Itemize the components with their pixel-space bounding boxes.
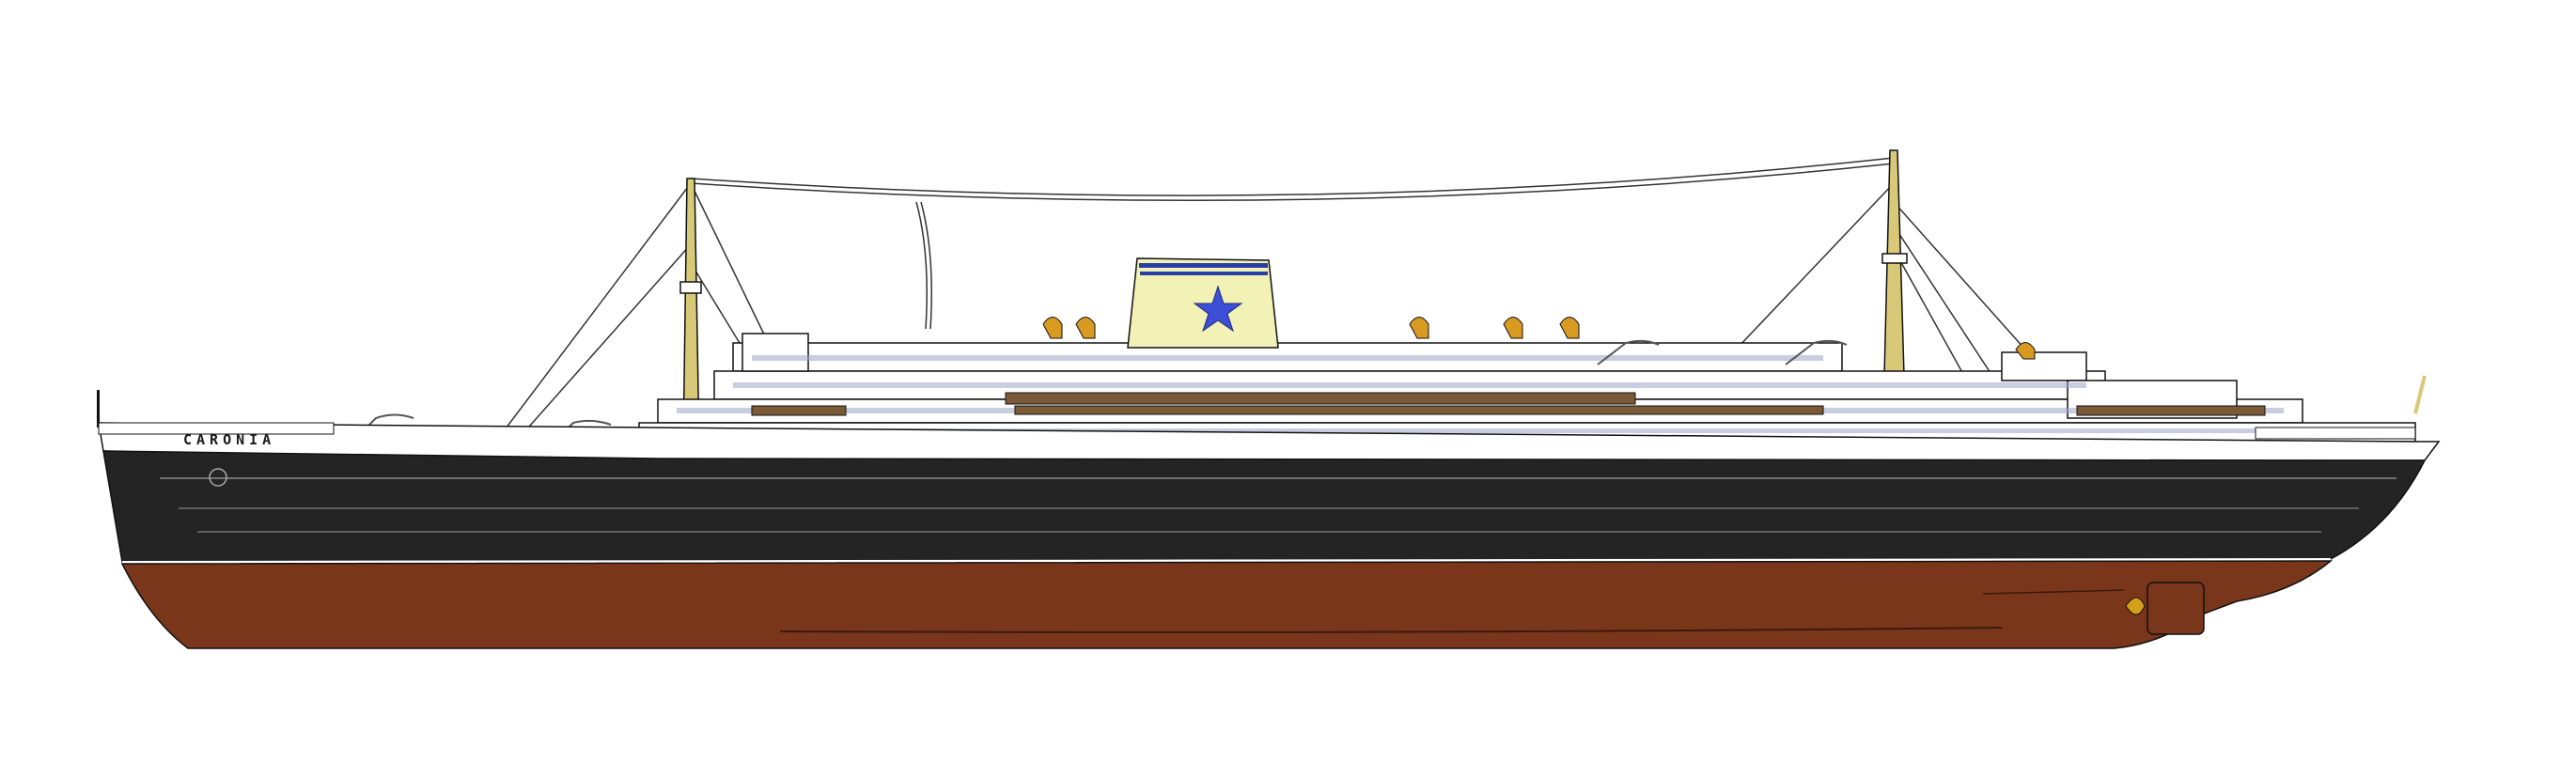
porthole-rows (160, 477, 2396, 533)
shaft-bossing (1982, 589, 2125, 595)
main-forestay (1719, 182, 1895, 367)
ventilator-6 (2015, 342, 2036, 360)
ventilator-5 (1559, 317, 1580, 339)
portholes-row-1 (160, 477, 2396, 479)
star-icon (1193, 285, 1243, 333)
funnel-stripe-bottom (1140, 272, 1268, 275)
davit-forward (356, 413, 414, 438)
lifeboat-row-aft (2076, 405, 2266, 416)
masts (679, 149, 1908, 447)
ventilator-4 (1503, 317, 1523, 339)
bow-details: CARONIA (97, 390, 335, 487)
fore-shroud-1 (690, 182, 767, 339)
rudder (2147, 582, 2205, 635)
propeller-icon (2125, 597, 2146, 615)
portholes-row-3 (197, 531, 2321, 533)
lifeboat-row-fore (751, 405, 847, 416)
hull-red (120, 560, 2334, 649)
forestay (488, 182, 692, 452)
aft-deckhouse (2001, 351, 2087, 381)
ventilators (1042, 317, 2036, 360)
antenna-wire-lower (690, 163, 1895, 201)
fore-shroud-2 (507, 243, 692, 452)
stern-rail (2255, 427, 2416, 440)
bridge-house (742, 333, 809, 372)
davit-aft-2 (1785, 339, 1848, 365)
forecastle-rail (98, 422, 335, 435)
antenna-lead-in-2 (920, 201, 932, 330)
boot-topping-line (121, 558, 2332, 563)
lifeboats (751, 392, 2266, 416)
main-mast-platform (1881, 253, 1908, 264)
davit-aft (1597, 339, 1660, 365)
window-row-boat-deck (733, 382, 2086, 388)
funnel-stripe-top (1139, 263, 1268, 268)
davit-fore-deck (554, 419, 612, 443)
main-backstay-3 (1893, 248, 1965, 377)
stern-flagstaff (2413, 375, 2427, 414)
bilge-keel (779, 627, 2003, 633)
funnel (1127, 257, 1279, 349)
antenna-wire (690, 157, 1895, 196)
ship-name-label: CARONIA (183, 431, 275, 448)
fore-shroud-3 (690, 262, 743, 349)
bow-flagstaff (97, 390, 100, 428)
ventilator-2 (1075, 317, 1096, 339)
main-backstay-2 (1893, 225, 1993, 377)
lifeboat-row-lower (1014, 405, 1824, 415)
lifeboat-row-upper (1005, 392, 1636, 405)
crest-icon (209, 468, 227, 487)
ventilator-3 (1409, 317, 1429, 339)
window-row-sun-deck (752, 355, 1823, 361)
antenna-lead-in (915, 201, 928, 330)
hull-black (102, 450, 2427, 563)
stern-gear (1982, 582, 2205, 635)
portholes-row-2 (179, 507, 2359, 509)
window-row-upper (648, 428, 2406, 433)
fore-crows-nest (679, 281, 702, 294)
stern-details (2255, 375, 2427, 440)
boat-davits (356, 339, 1848, 443)
ventilator-1 (1042, 317, 1063, 339)
rigging (488, 157, 2050, 452)
